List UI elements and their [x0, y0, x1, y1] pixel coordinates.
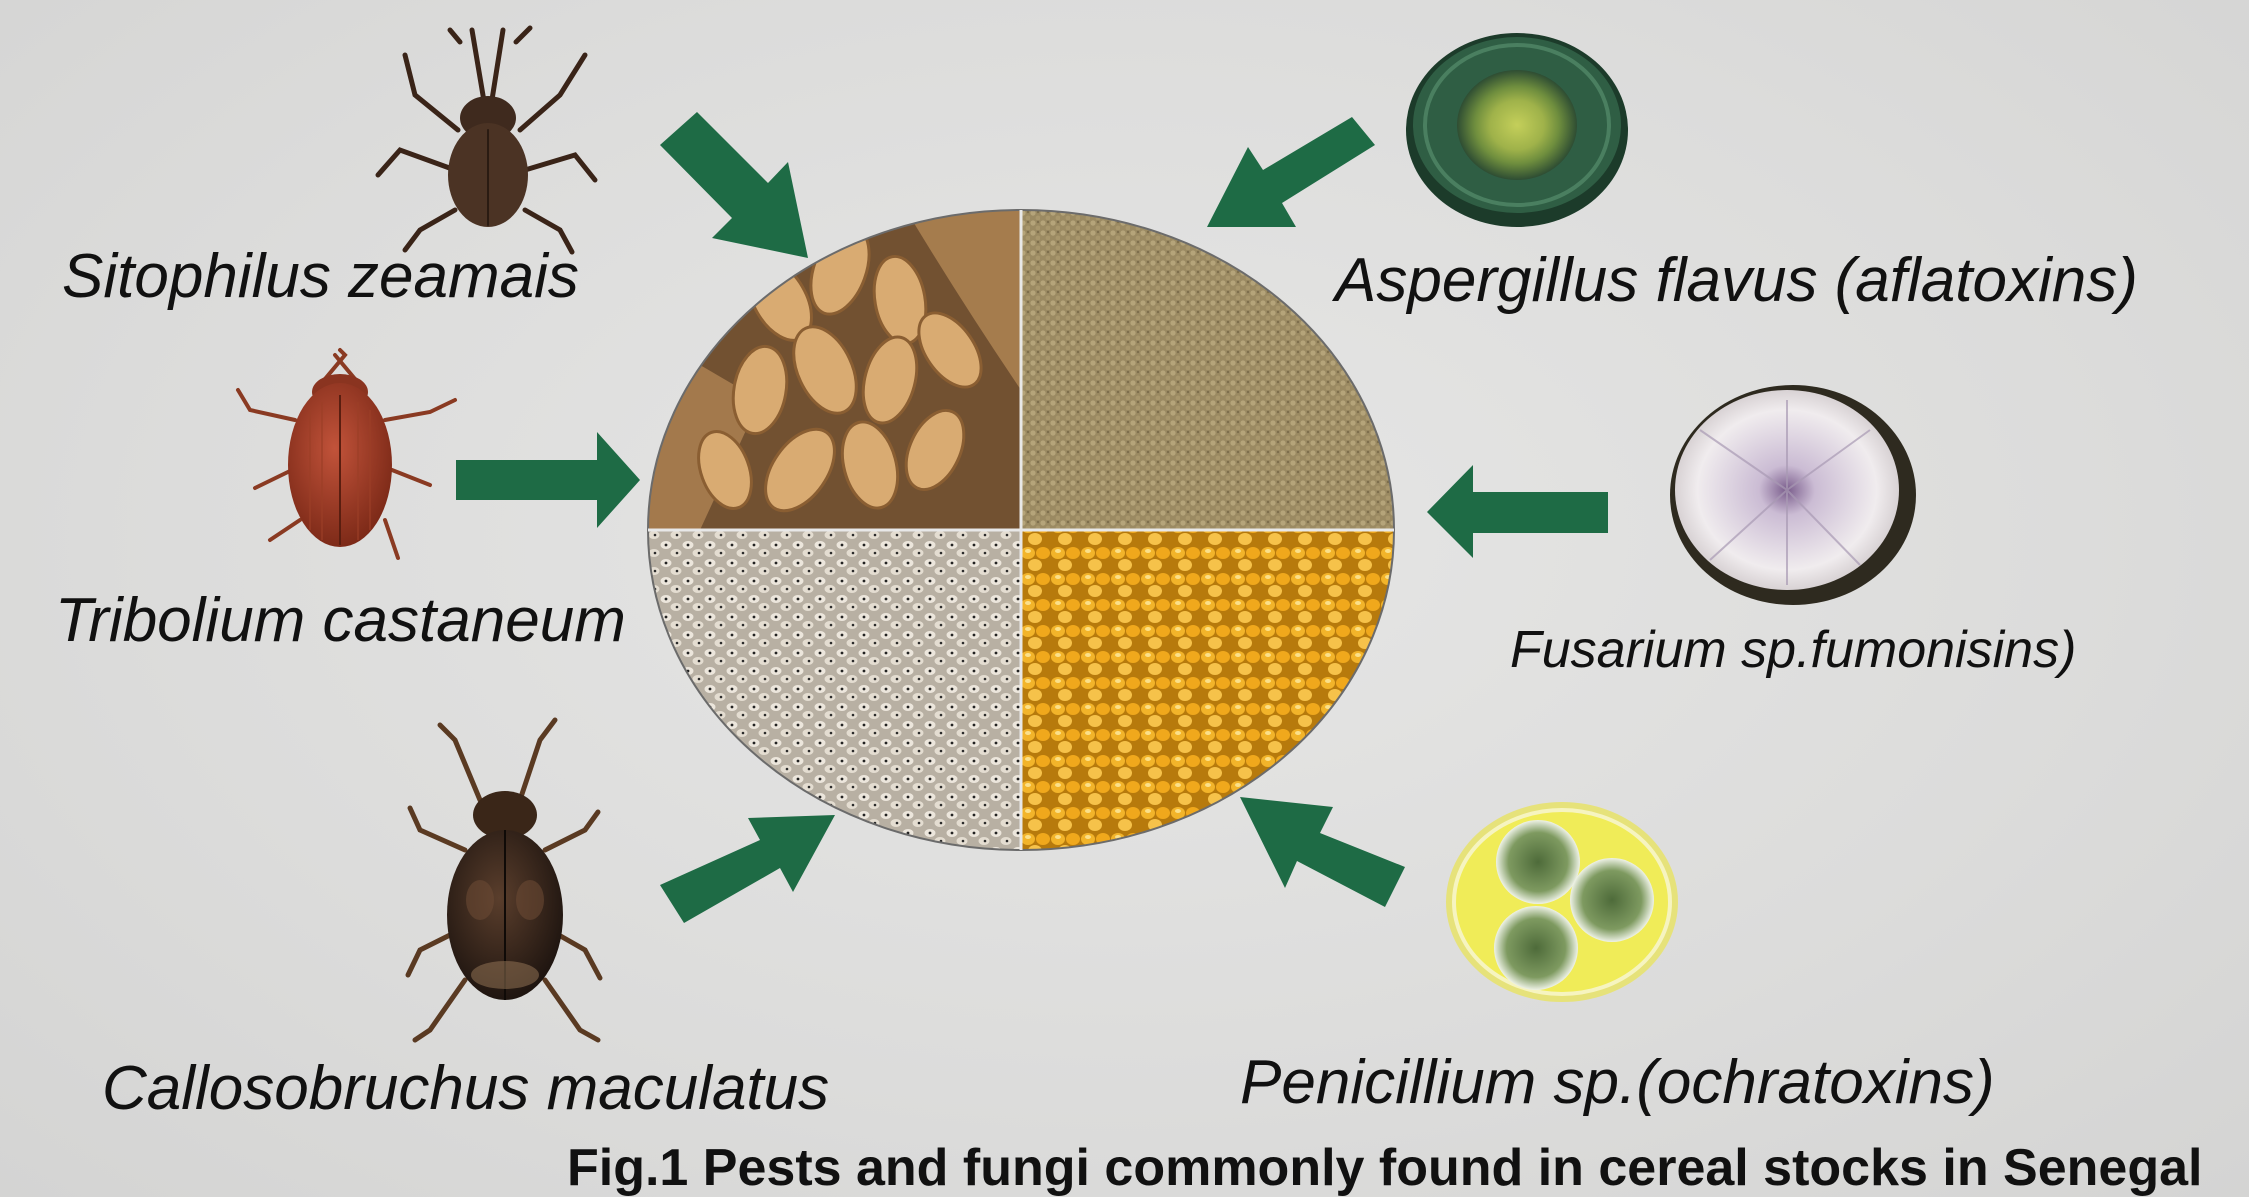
petri-dish-icon	[1670, 385, 1916, 605]
label-tribolium-castaneum: Tribolium castaneum	[55, 590, 626, 652]
arrow-penicillium	[1240, 797, 1405, 907]
bean-beetle-icon	[408, 720, 600, 1040]
label-aspergillus-flavus: Aspergillus flavus (aflatoxins)	[1335, 250, 2138, 312]
arrow-aspergillus	[1207, 117, 1375, 227]
label-fusarium: Fusarium sp.fumonisins)	[1510, 624, 2076, 676]
beetle-icon	[238, 350, 455, 558]
arrow-tribolium	[456, 432, 640, 528]
weevil-icon	[378, 28, 595, 252]
petri-dish-icon	[1406, 33, 1628, 227]
label-sitophilus-zeamais: Sitophilus zeamais	[62, 246, 579, 308]
label-callosobruchus-maculatus: Callosobruchus maculatus	[102, 1058, 829, 1120]
peanuts-image	[640, 200, 1021, 530]
label-penicillium: Penicillium sp.(ochratoxins)	[1240, 1052, 1995, 1114]
cowpea-image	[640, 530, 1021, 860]
petri-dish-icon	[1446, 802, 1678, 1002]
arrow-callosobruchus	[660, 815, 835, 923]
figure-caption: Fig.1 Pests and fungi commonly found in …	[567, 1142, 2202, 1194]
maize-image	[1021, 530, 1401, 860]
arrow-sitophilus	[660, 112, 808, 258]
arrow-fusarium	[1427, 465, 1608, 558]
